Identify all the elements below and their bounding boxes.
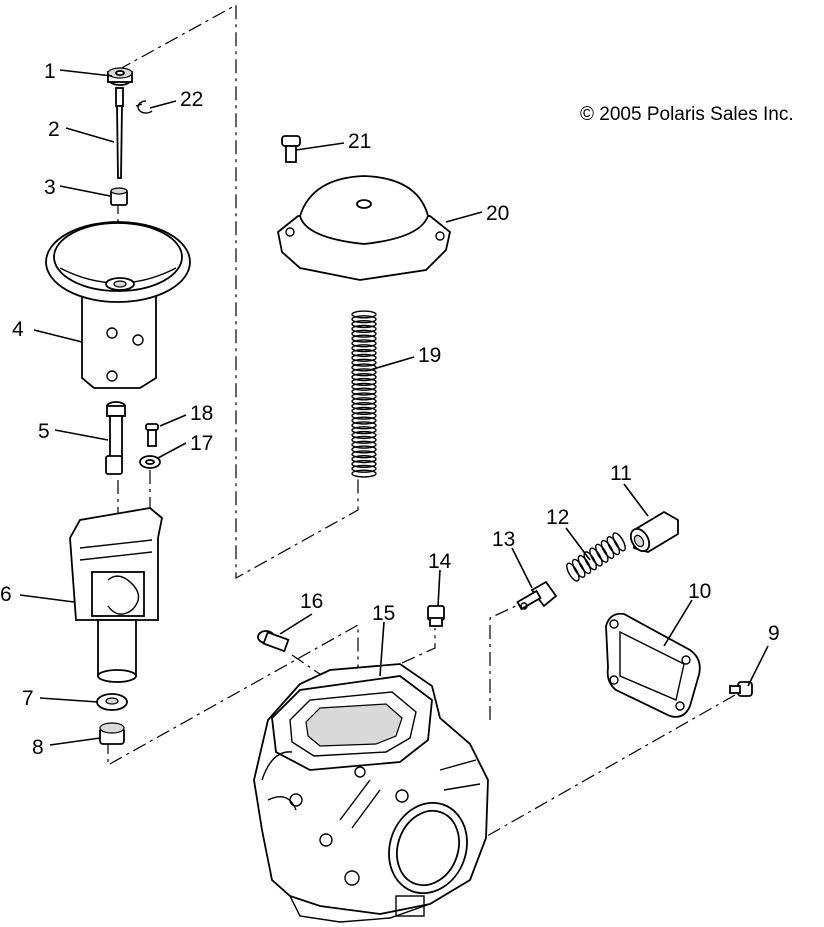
callout-1: 1 — [44, 60, 56, 83]
spring-coil — [351, 339, 377, 348]
nut — [99, 722, 125, 745]
callout-10: 10 — [688, 580, 711, 603]
top-cover — [277, 175, 452, 281]
spring-coil — [583, 551, 598, 571]
callout-11: 11 — [610, 462, 632, 485]
spring-coil — [351, 397, 377, 406]
callout-2: 2 — [48, 118, 60, 141]
spring-coil — [351, 373, 377, 382]
e-clip — [135, 100, 153, 114]
carburetor-body — [253, 663, 489, 923]
spring-coil — [351, 450, 377, 459]
spring-coil — [606, 536, 621, 556]
spring-coil — [589, 547, 603, 567]
jet-needle — [115, 87, 124, 179]
spring-coil — [351, 445, 377, 454]
callout-3: 3 — [44, 176, 56, 199]
spring-coil — [351, 459, 377, 469]
cover-bolt — [281, 135, 301, 163]
spring-coil — [351, 315, 377, 324]
spring-coil — [351, 421, 377, 430]
callout-22: 22 — [180, 88, 203, 111]
callout-7: 7 — [22, 687, 34, 710]
callout-16: 16 — [300, 590, 323, 613]
spring-coil — [351, 440, 377, 449]
pilot-jet — [427, 605, 445, 627]
spring-coil — [351, 406, 377, 415]
spring-coil — [351, 310, 377, 319]
callout-18: 18 — [190, 402, 213, 425]
callout-8: 8 — [32, 736, 44, 759]
callout-20: 20 — [486, 202, 509, 225]
callout-6: 6 — [0, 583, 12, 606]
spring-coil — [351, 334, 377, 343]
callout-15: 15 — [372, 602, 395, 625]
callout-4: 4 — [12, 318, 24, 341]
idle-screw — [257, 630, 290, 653]
spring-coil — [351, 435, 377, 444]
spring-coil — [351, 411, 377, 420]
callout-19: 19 — [418, 344, 441, 367]
spring-coil — [351, 353, 377, 362]
spring-coil — [571, 558, 586, 578]
callout-21: 21 — [348, 130, 371, 153]
spring-coil — [351, 344, 377, 353]
callout-14: 14 — [428, 550, 452, 573]
spring-coil — [351, 426, 377, 435]
callout-9: 9 — [768, 622, 780, 645]
callout-17: 17 — [190, 432, 213, 455]
throttle-shaft — [105, 401, 126, 475]
needle-cap — [107, 67, 133, 86]
needle-spacer — [110, 187, 128, 206]
side-cover — [605, 612, 701, 718]
callout-12: 12 — [546, 506, 569, 529]
callouts: 1 2 3 4 5 6 7 8 9 10 11 12 13 14 15 16 1… — [0, 60, 780, 759]
spring-coil — [594, 543, 609, 563]
spring-coil — [351, 348, 377, 358]
spring-coil — [351, 358, 377, 367]
slide-holder — [69, 507, 163, 683]
spring-coil — [351, 401, 377, 411]
copyright-notice: © 2005 Polaris Sales Inc. — [580, 104, 794, 125]
plunger-cap — [629, 510, 679, 553]
spring-coil — [351, 464, 377, 473]
spring-coil — [600, 539, 615, 560]
washer — [96, 693, 128, 711]
plunger-spring — [566, 532, 626, 582]
diaphragm-piston — [45, 221, 191, 389]
starter-plunger — [516, 580, 558, 611]
spring-coil — [351, 469, 377, 478]
lock-washer — [139, 455, 161, 469]
callout-13: 13 — [492, 528, 515, 551]
piston-spring — [351, 310, 377, 478]
spring-coil — [351, 416, 377, 425]
spring-coil — [566, 562, 580, 582]
spring-coil — [351, 324, 377, 333]
spring-coil — [612, 532, 626, 552]
spring-coil — [351, 382, 377, 391]
spring-coil — [351, 430, 377, 440]
spring-coil — [351, 368, 377, 377]
spring-coil — [351, 392, 377, 401]
spring-coil — [351, 377, 377, 387]
small-screw — [145, 423, 159, 447]
spring-coil — [351, 455, 377, 464]
spring-coil — [351, 387, 377, 396]
spring-coil — [577, 554, 592, 575]
callout-5: 5 — [38, 420, 50, 443]
spring-coil — [351, 329, 377, 338]
spring-coil — [351, 319, 377, 329]
